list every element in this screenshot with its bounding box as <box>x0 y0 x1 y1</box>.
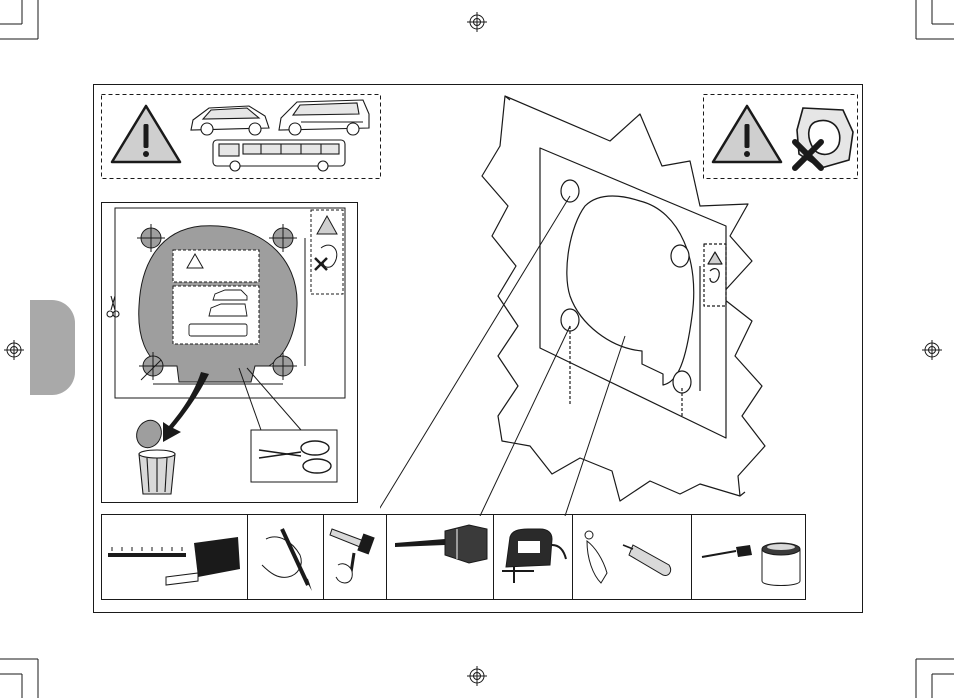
bus-icon <box>213 140 345 171</box>
tool-drill <box>387 515 494 599</box>
side-tab <box>30 300 75 395</box>
tools-strip <box>101 514 806 600</box>
cut-piece-icon <box>132 416 166 452</box>
warning-triangle-icon <box>112 106 180 162</box>
registration-mark-icon <box>467 12 487 32</box>
template-panel <box>101 202 358 504</box>
hatchback-car-icon <box>191 106 269 135</box>
hammer-punch-icon <box>324 515 386 599</box>
crop-mark-top-left <box>0 0 38 39</box>
registration-mark-icon <box>467 666 487 686</box>
no-gasket-warning-panel <box>703 94 859 180</box>
drill-icon <box>387 515 493 599</box>
tool-tape-measure <box>102 515 248 599</box>
registration-mark-icon <box>922 340 942 360</box>
registration-mark-icon <box>4 340 24 360</box>
tool-jigsaw <box>494 515 573 599</box>
tool-sealant <box>692 515 806 599</box>
crop-mark-bottom-right <box>916 659 954 698</box>
brush-can-icon <box>692 515 806 599</box>
warning-triangle-icon <box>713 106 781 162</box>
tool-deburring-tool <box>573 515 692 599</box>
tape-measure-icon <box>102 515 247 599</box>
van-icon <box>279 100 369 135</box>
tool-marking-pen <box>248 515 324 599</box>
bus-icon <box>189 324 247 336</box>
bin-icon <box>139 450 175 494</box>
jigsaw-icon <box>494 515 572 599</box>
pen-icon <box>248 515 323 599</box>
deburr-icon <box>573 515 691 599</box>
crop-mark-top-right <box>916 0 954 39</box>
vehicles-warning-panel <box>101 94 381 180</box>
tool-centre-punch <box>324 515 387 599</box>
crop-mark-bottom-left <box>0 659 38 698</box>
